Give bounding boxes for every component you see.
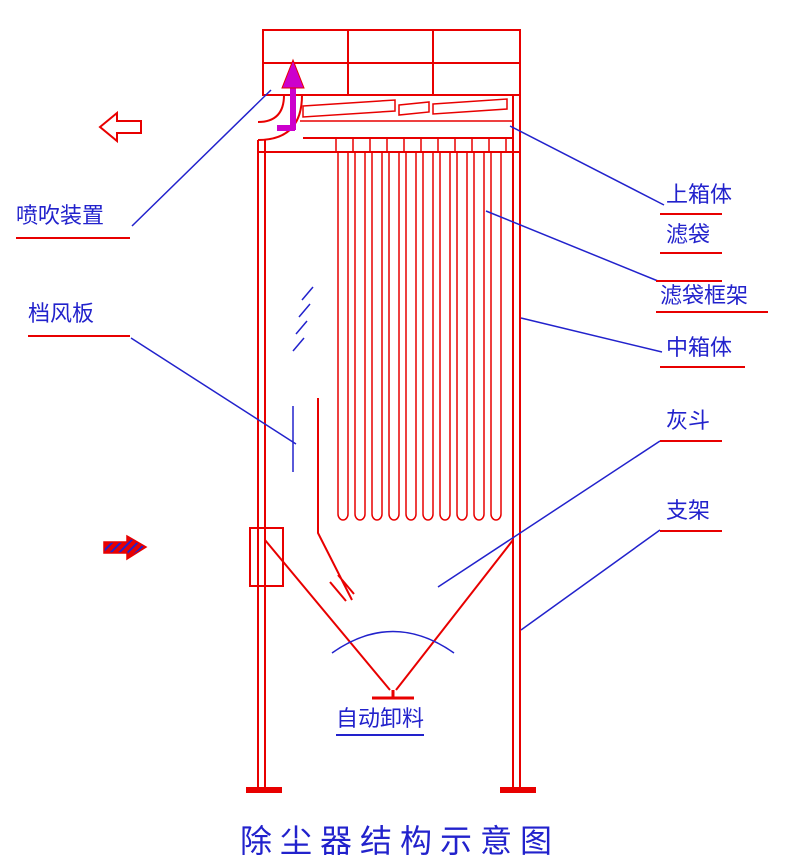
inlet-arrow-icon [103, 534, 148, 561]
bag-collars [335, 138, 507, 152]
label-underlines [16, 213, 768, 532]
label-bag-cage: 滤袋框架 [660, 284, 749, 309]
upper-box-grid [263, 30, 520, 95]
label-baffle: 档风板 [28, 302, 95, 327]
access-door [249, 527, 284, 587]
discharge-outlet [372, 690, 414, 700]
label-support: 支架 [666, 499, 711, 524]
baffle-plate [317, 398, 355, 602]
label-blow-device: 喷吹装置 [16, 204, 105, 229]
flow-marks [292, 286, 314, 352]
filter-bags [337, 152, 502, 521]
label-middle-box: 中箱体 [666, 336, 733, 361]
leader-lines [130, 89, 665, 631]
blow-pipe-manifold [302, 98, 508, 118]
flow-arrows [98, 58, 305, 561]
annotations [130, 89, 665, 654]
label-upper-box: 上箱体 [666, 183, 733, 208]
label-auto-discharge: 自动卸料 [336, 707, 425, 737]
walls-and-legs [257, 95, 521, 788]
label-ash-hopper: 灰斗 [666, 409, 711, 434]
tube-sheet [258, 137, 520, 153]
hopper-arc [331, 630, 455, 654]
outlet-arrow-icon [98, 110, 142, 144]
hopper [264, 539, 514, 691]
label-filter-bag: 滤袋 [666, 223, 711, 248]
structure [246, 29, 536, 793]
pulse-arrow-icon [277, 58, 305, 131]
diagram-title: 除尘器结构示意图 [239, 822, 560, 860]
